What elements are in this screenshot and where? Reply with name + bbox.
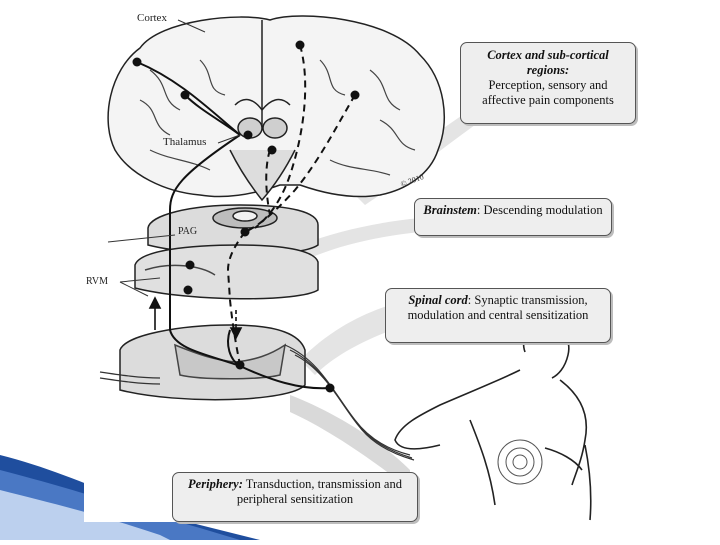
periphery-callout: Periphery: Transduction, transmission an… xyxy=(172,472,418,522)
spinal-callout-heading: Spinal cord xyxy=(408,293,467,307)
brainstem-callout: Brainstem: Descending modulation xyxy=(414,198,612,236)
pag-label: PAG xyxy=(178,226,197,237)
cortex-label: Cortex xyxy=(137,12,167,24)
spinal-cord-section xyxy=(120,325,305,400)
brainstem-callout-heading: Brainstem xyxy=(423,203,477,217)
spinal-cord-callout: Spinal cord: Synaptic transmission, modu… xyxy=(385,288,611,343)
medulla-slab xyxy=(135,245,318,299)
cortex-callout-heading: Cortex and sub-cortical regions: xyxy=(487,48,609,77)
cortex-callout: Cortex and sub-cortical regions: Percept… xyxy=(460,42,636,124)
brain-illustration xyxy=(108,16,444,200)
brainstem-callout-body: : Descending modulation xyxy=(477,203,603,217)
rvm-label: RVM xyxy=(86,276,108,287)
cortex-callout-body: Perception, sensory and affective pain c… xyxy=(482,78,614,107)
periphery-callout-body: Transduction, transmission and periphera… xyxy=(237,477,402,506)
thalamus-label: Thalamus xyxy=(163,136,206,148)
periphery-callout-heading: Periphery: xyxy=(188,477,243,491)
